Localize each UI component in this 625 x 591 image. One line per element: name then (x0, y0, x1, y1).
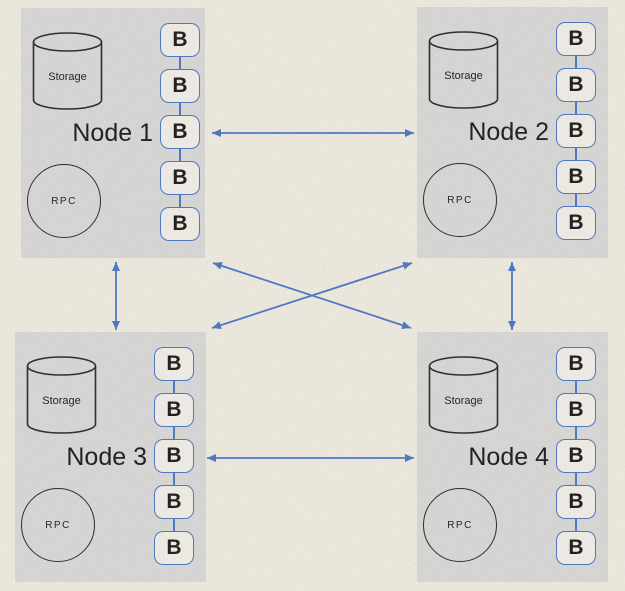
block-connector (179, 149, 181, 161)
block-b: B (556, 485, 596, 519)
storage-label: Storage (444, 70, 483, 82)
arrow-node2-node3 (211, 261, 413, 330)
rpc-label: RPC (447, 519, 473, 531)
block-connector (173, 473, 175, 485)
block-connector (575, 473, 577, 485)
block-b: B (160, 23, 200, 57)
block-b: B (556, 393, 596, 427)
block-connector (173, 519, 175, 531)
block-b: B (556, 22, 596, 56)
block-b: B (160, 115, 200, 149)
block-b: B (556, 347, 596, 381)
storage-label: Storage (444, 395, 483, 407)
rpc-label: RPC (51, 195, 77, 207)
node-3-label: Node 3 (66, 443, 147, 471)
node-1: Storage Node 1 RPC B B B B B (21, 8, 205, 258)
block-chain: B B B B B (160, 23, 200, 241)
storage-label: Storage (42, 395, 81, 407)
block-b: B (556, 68, 596, 102)
node-4: Storage Node 4 RPC B B B B B (417, 332, 608, 582)
storage-label: Storage (48, 71, 87, 83)
rpc-circle-icon: RPC (423, 488, 497, 562)
block-connector (575, 427, 577, 439)
block-b: B (160, 69, 200, 103)
rpc-label: RPC (45, 519, 71, 531)
block-b: B (160, 161, 200, 195)
block-b: B (556, 206, 596, 240)
node-4-label: Node 4 (468, 443, 549, 471)
rpc-label: RPC (447, 194, 473, 206)
block-connector (179, 195, 181, 207)
storage-cylinder-icon: Storage (428, 31, 499, 111)
block-chain: B B B B B (556, 347, 596, 565)
storage-cylinder-icon: Storage (26, 356, 97, 436)
block-connector (575, 148, 577, 160)
block-b: B (154, 347, 194, 381)
arrow-node1-node4 (212, 262, 412, 329)
block-chain: B B B B B (556, 22, 596, 240)
node-1-label: Node 1 (72, 119, 153, 147)
block-b: B (154, 531, 194, 565)
block-b: B (154, 439, 194, 473)
block-b: B (556, 114, 596, 148)
block-b: B (556, 439, 596, 473)
node-2: Storage Node 2 RPC B B B B B (417, 7, 608, 258)
block-chain: B B B B B (154, 347, 194, 565)
block-connector (575, 102, 577, 114)
block-connector (173, 427, 175, 439)
block-connector (179, 57, 181, 69)
node-2-label: Node 2 (468, 118, 549, 146)
rpc-circle-icon: RPC (21, 488, 95, 562)
block-connector (575, 381, 577, 393)
block-connector (575, 194, 577, 206)
storage-cylinder-icon: Storage (428, 356, 499, 436)
block-b: B (154, 485, 194, 519)
block-b: B (556, 160, 596, 194)
rpc-circle-icon: RPC (27, 164, 101, 238)
block-connector (575, 519, 577, 531)
rpc-circle-icon: RPC (423, 163, 497, 237)
block-connector (575, 56, 577, 68)
node-3: Storage Node 3 RPC B B B B B (15, 332, 206, 582)
block-b: B (160, 207, 200, 241)
block-b: B (556, 531, 596, 565)
block-connector (179, 103, 181, 115)
storage-cylinder-icon: Storage (32, 32, 103, 112)
block-b: B (154, 393, 194, 427)
block-connector (173, 381, 175, 393)
